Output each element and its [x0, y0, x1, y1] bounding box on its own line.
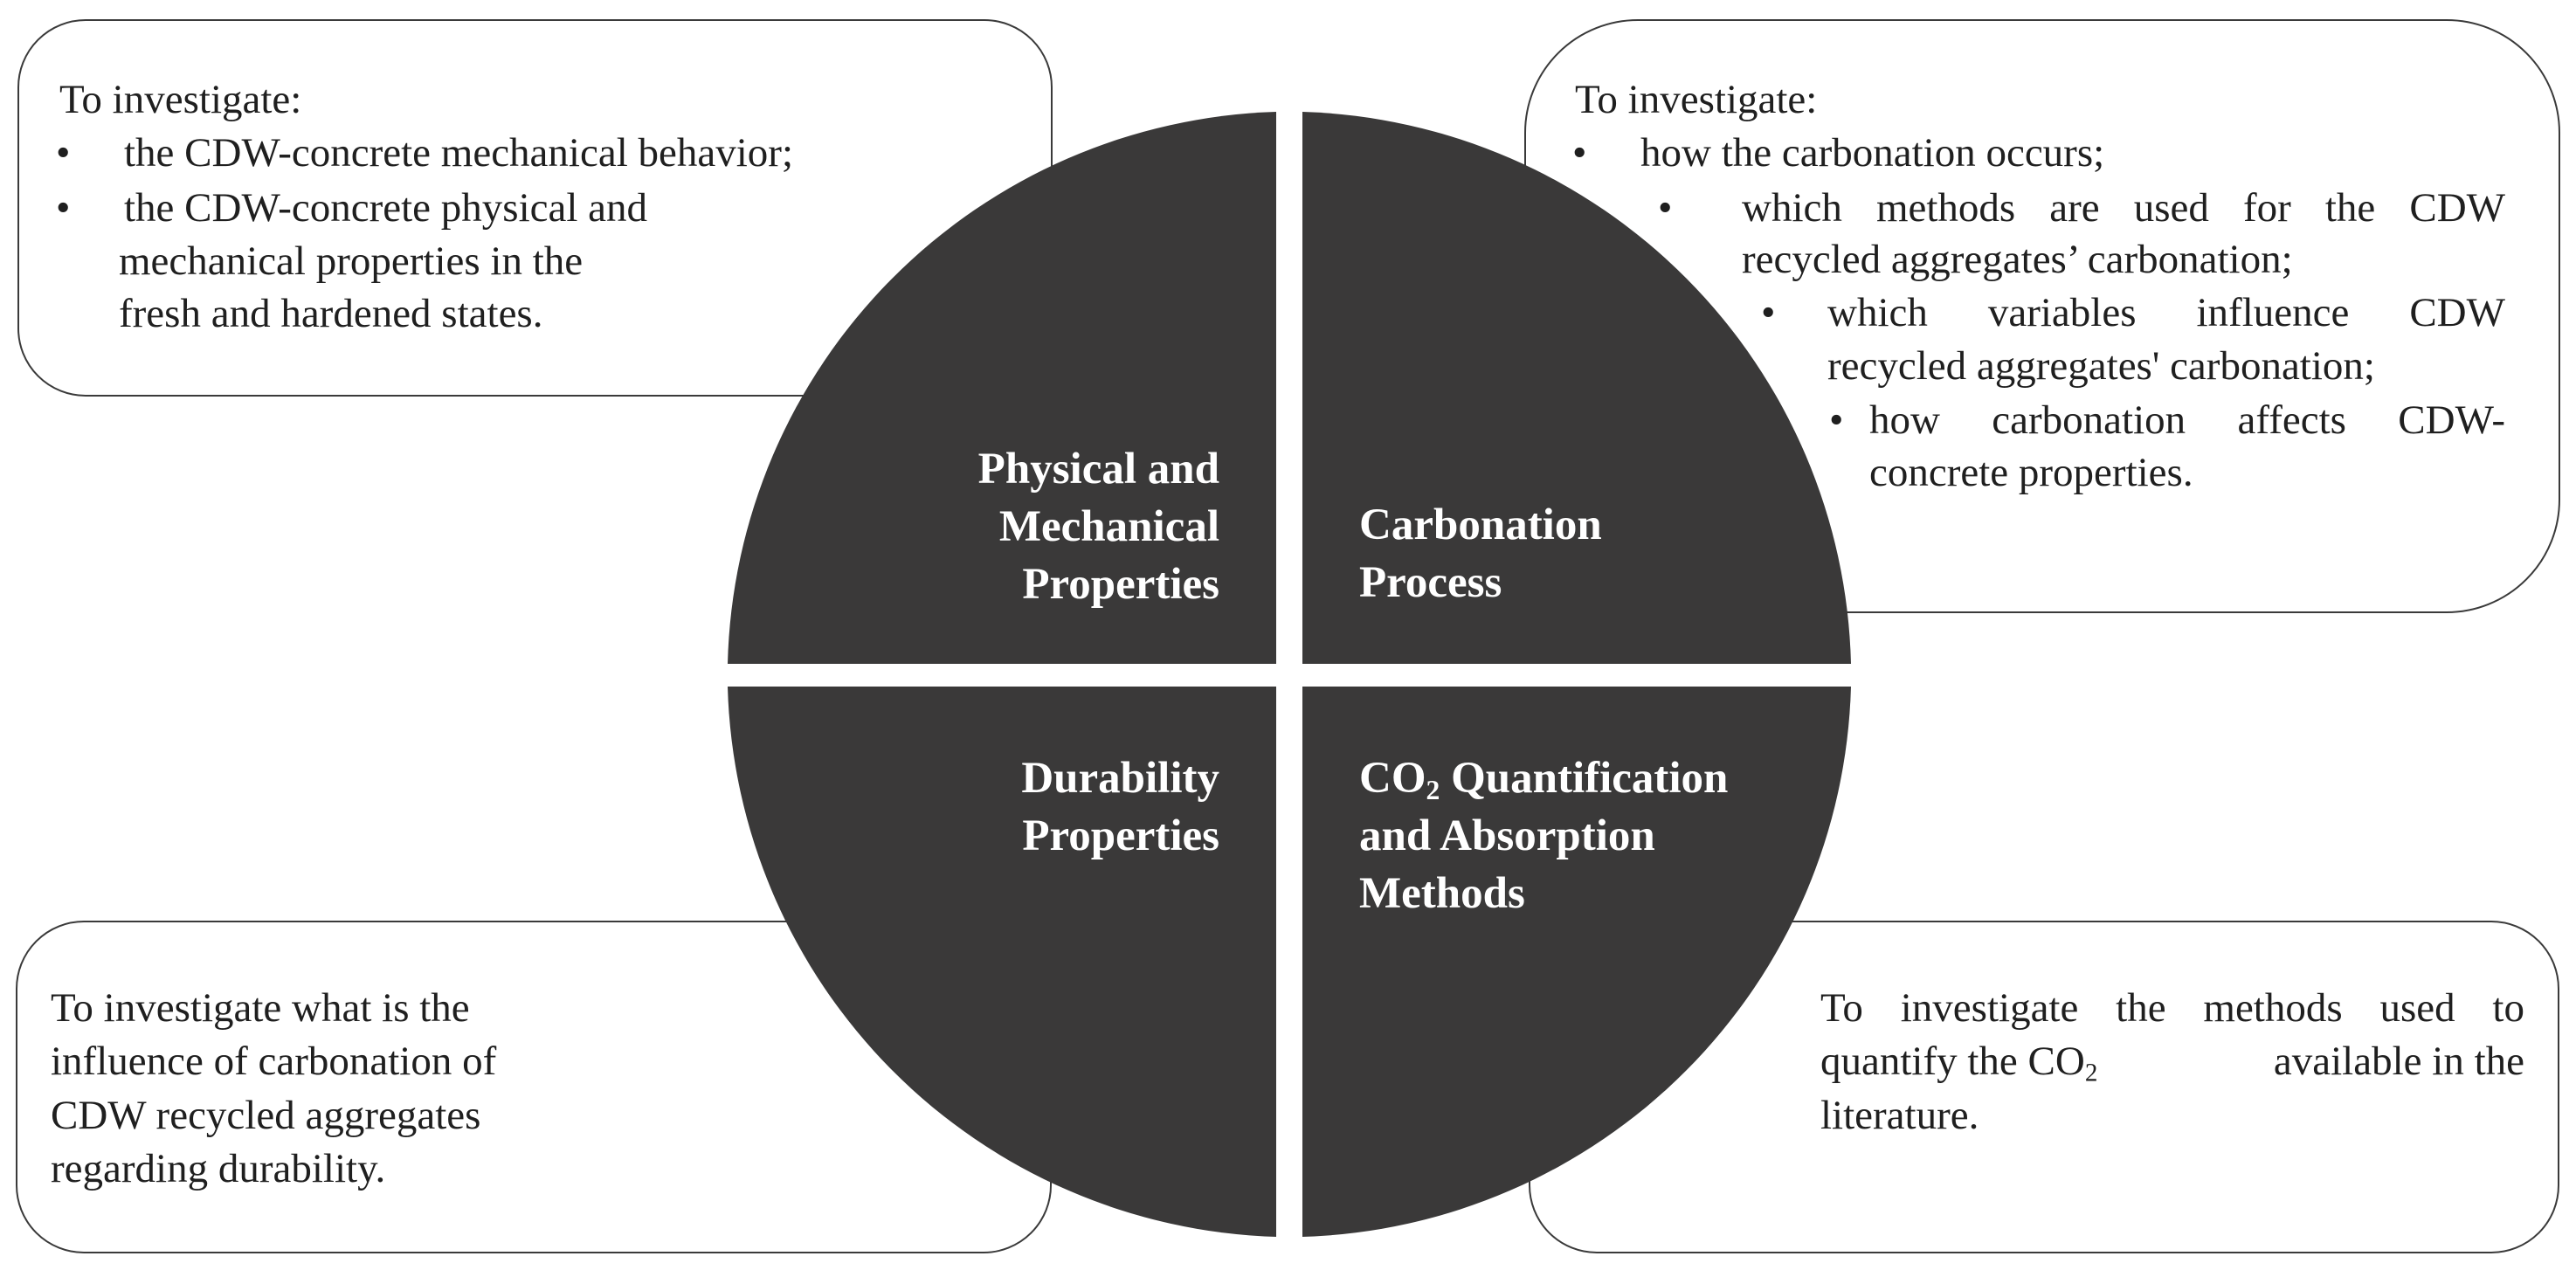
- quadrant-label-physical-mechanical: Physical and Mechanical Properties: [977, 445, 1219, 609]
- box-br-line-3: literature.: [1820, 1093, 1979, 1138]
- box-tr-item-1: how the carbonation occurs;: [1640, 130, 2105, 176]
- box-br-line-2: quantify the CO2 available in the: [1820, 1035, 2524, 1088]
- quadrant-label-co2-quantification: CO2 Quantification and Absorption Method…: [1359, 754, 1729, 918]
- box-tr-item-3-line-2: recycled aggregates' carbonation;: [1827, 343, 2375, 389]
- box-tl-bullet-1: •: [56, 130, 71, 176]
- box-bl-line-3: CDW recycled aggregates: [51, 1093, 481, 1138]
- quadrant-physical-mechanical: [728, 112, 1276, 664]
- box-tr-item-2-line-1: which methods are used for the CDW: [1742, 185, 2505, 231]
- quadrant-label-durability: Durability Properties: [1021, 754, 1219, 860]
- box-tl-item-1: the CDW-concrete mechanical behavior;: [124, 130, 793, 176]
- quadrant-durability: [728, 687, 1276, 1237]
- box-tr-heading: To investigate:: [1575, 77, 1818, 122]
- box-tr-item-2-line-2: recycled aggregates’ carbonation;: [1742, 237, 2293, 282]
- box-tl-item-2-line-3: fresh and hardened states.: [119, 291, 543, 336]
- box-br-line-2-part-b: available in the: [2273, 1039, 2524, 1084]
- quadrant-co2-quantification: [1302, 687, 1851, 1237]
- box-tl-item-2-line-1: the CDW-concrete physical and: [124, 185, 648, 231]
- box-tr-bullet-3: •: [1761, 290, 1776, 335]
- box-tr-bullet-2: •: [1658, 185, 1673, 231]
- box-tl-heading: To investigate:: [59, 77, 302, 122]
- box-tr-bullet-1: •: [1572, 130, 1587, 176]
- box-br-line-1: To investigate the methods used to: [1820, 985, 2524, 1031]
- box-bl-line-4: regarding durability.: [51, 1146, 386, 1191]
- box-bl-line-2: influence of carbonation of: [51, 1039, 497, 1084]
- box-bl-line-1: To investigate what is the: [51, 985, 470, 1031]
- quadrant-label-carbonation-process: Carbonation Process: [1359, 500, 1602, 607]
- box-br-line-2-part-a: quantify the CO2: [1820, 1039, 2098, 1087]
- box-tr-bullet-4: •: [1829, 397, 1844, 443]
- quadrant-carbonation-process: [1302, 112, 1851, 664]
- box-tr-item-4-line-1: how carbonation affects CDW-: [1869, 397, 2505, 443]
- box-tr-item-3-line-1: which variables influence CDW: [1827, 290, 2505, 335]
- box-tr-item-4-line-2: concrete properties.: [1869, 450, 2193, 495]
- box-tl-item-2-line-2: mechanical properties in the: [119, 238, 584, 284]
- box-tl-bullet-2: •: [56, 185, 71, 231]
